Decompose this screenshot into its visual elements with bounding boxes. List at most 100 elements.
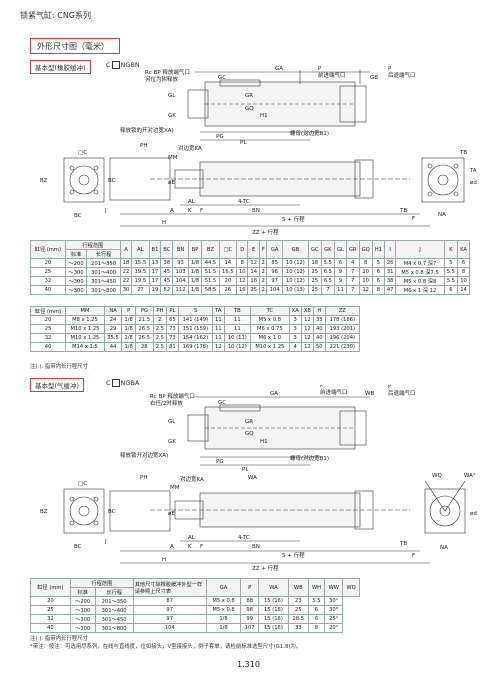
table-cell: 50 — [313, 342, 326, 352]
table-cell: 6 — [307, 614, 326, 624]
table-cell: M10 x 1.25 — [65, 333, 105, 343]
label2-nut-b1: 螺母(对边宽B1) — [290, 454, 329, 462]
label-mm: MM — [168, 155, 178, 161]
section-title: 外形尺寸图（毫米） — [30, 38, 120, 54]
table-cell: 31 — [383, 267, 397, 277]
table-cell: 112 — [172, 285, 189, 295]
table-cell: 18 — [307, 258, 322, 268]
table-cell: 17 — [148, 276, 162, 286]
table-cell: 12 — [300, 342, 315, 352]
table-cell: 7 — [345, 276, 360, 286]
t1c-col-4: BN — [172, 240, 189, 259]
table-cell: 32 — [29, 333, 67, 343]
table-cell: 45 — [160, 267, 174, 277]
t1c-col-16: GR — [345, 240, 360, 259]
table-cell: 19 — [148, 285, 162, 295]
t2-col-3: PG — [135, 306, 154, 316]
label-rc-bp-sub: 另位为附释放 — [145, 75, 179, 83]
label2-h1: H1 — [260, 439, 268, 445]
label2-rc-bp: Rc BP 释放端气口 — [150, 392, 195, 400]
table-cell: 18 — [119, 258, 133, 268]
table-cell: 1/8 — [187, 258, 203, 268]
table-cell: 10 — [235, 267, 249, 277]
table-cell: 40 — [313, 333, 326, 343]
table-cell: M4 x 0.7 深7 — [395, 258, 445, 268]
label-dc: □C — [78, 150, 87, 156]
label2-p: P — [320, 385, 324, 389]
table-cell: ～300 — [69, 623, 96, 633]
table-cell: 22 — [119, 267, 133, 277]
table-cell: 4 — [345, 258, 360, 268]
label2-rc-bp-sub: 右任/2时释放 — [150, 399, 183, 407]
table-cell: M14 x 1.5 — [65, 342, 105, 352]
table-cell: 20° — [324, 623, 344, 633]
label-ka: 对边宽KA — [178, 144, 202, 152]
table-cell: 2 — [258, 276, 268, 286]
table-cell: 104 — [132, 623, 207, 633]
t1c-col-8: D — [235, 240, 249, 259]
table-cell: 10 (12) — [223, 342, 252, 352]
table-cell: 97 — [132, 614, 207, 624]
table-cell: 6 — [334, 258, 347, 268]
label-bc-bottom: BC — [74, 213, 82, 219]
table-cell: 6 — [371, 267, 385, 277]
table-cell: 141 (149) — [177, 315, 214, 325]
table-cell: 1/8 — [121, 333, 136, 343]
table-cell: 20 — [218, 276, 238, 286]
table-cell: 1/8 — [205, 623, 242, 633]
table3-note-1: 注( ): 指带内长行程尺寸 — [30, 636, 88, 642]
table-cell: 11 — [212, 333, 225, 343]
table-cell: 10 (13) — [281, 285, 309, 295]
t1c-col-1: AL — [131, 240, 150, 259]
table-cell: 30° — [324, 605, 344, 615]
table-cell: 40 — [29, 342, 67, 352]
table-cell: 5.5 — [443, 267, 459, 277]
t1c-col-22: KA — [457, 240, 470, 259]
table-cell: 20 — [30, 258, 66, 268]
t2-col-6: S — [177, 306, 214, 316]
table-cell: 96 — [266, 267, 283, 277]
table-cell: 5.5 — [443, 276, 459, 286]
t2-col-10: XA — [288, 306, 302, 316]
table-cell: 196 (204) — [324, 333, 361, 343]
table-cell: 301～450 — [86, 276, 121, 286]
table-cell: 5.5 — [320, 258, 336, 268]
table-cell: 10 (12) — [281, 276, 309, 286]
table-cell: 15 (16) — [258, 605, 289, 615]
table-cell: ～200 — [69, 596, 96, 606]
table-cell: ～300 — [64, 285, 88, 295]
table-cell: 28.5 — [287, 614, 309, 624]
label2-p2-sub: 后退端气口 — [388, 389, 416, 397]
table-cell: 22 — [119, 276, 133, 286]
label-e: øE — [168, 180, 175, 186]
table-cell: 15 (16) — [258, 596, 289, 606]
t1-h-stroke: 行程范围 — [64, 240, 121, 250]
table-cell: 25 — [307, 276, 322, 286]
t1c-col-17: GQ — [358, 240, 373, 259]
table-cell: 13 — [148, 258, 162, 268]
table-cell: 98 — [240, 605, 259, 615]
label2-e: øE — [168, 511, 175, 517]
table-cell: 2.5 — [152, 324, 168, 334]
table-cell: 8 — [235, 258, 249, 268]
t1c-col-21: K — [443, 240, 459, 259]
table-cell: 45 — [160, 276, 174, 286]
table-cell: 58.5 — [201, 285, 220, 295]
t2-col-8: TB — [223, 306, 252, 316]
table-cell: M5 x 0.8 — [250, 315, 290, 325]
table-cell: 107 — [240, 623, 259, 633]
t3c-col-2: WA — [258, 578, 289, 597]
table-cell: ～200 — [64, 258, 88, 268]
table-cell: 1/8 — [121, 324, 136, 334]
t1-h-bore: 缸径 (mm) — [30, 240, 66, 259]
table-cell: ～300 — [69, 614, 96, 624]
series-title: 锁紧气缸: CNG系列 — [20, 11, 92, 20]
table-cell: M5 x 0.8 深7.5 — [395, 267, 445, 277]
table-cell: M10 x 1.25 — [250, 342, 290, 352]
table-cell: 30° — [324, 596, 344, 606]
table-cell: 5.5 — [307, 596, 326, 606]
t1c-col-10: F — [258, 240, 268, 259]
t3c-col-0: GA — [205, 578, 242, 597]
label2-bc-bottom: BC — [74, 544, 82, 550]
label-tb-right: TB — [459, 150, 467, 156]
